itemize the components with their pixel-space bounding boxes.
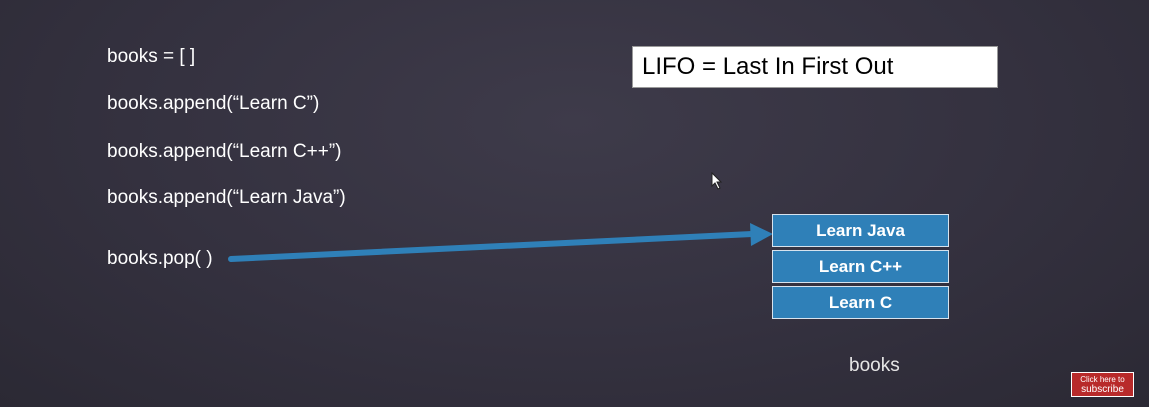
subscribe-button[interactable]: Click here to subscribe <box>1071 372 1134 397</box>
mouse-cursor-icon <box>711 172 723 190</box>
stack-item-middle: Learn C++ <box>772 250 949 283</box>
code-line-append-cpp: books.append(“Learn C++”) <box>107 141 342 162</box>
lifo-definition-box: LIFO = Last In First Out <box>632 46 998 88</box>
stack-label: books <box>849 355 900 376</box>
stack-item-bottom: Learn C <box>772 286 949 319</box>
code-line-append-c: books.append(“Learn C”) <box>107 93 320 114</box>
subscribe-line2: subscribe <box>1081 384 1124 395</box>
stack-diagram: Learn Java Learn C++ Learn C <box>772 214 949 322</box>
code-line-init: books = [ ] <box>107 46 196 67</box>
code-line-append-java: books.append(“Learn Java”) <box>107 187 346 208</box>
subscribe-line1: Click here to <box>1080 375 1125 384</box>
code-line-pop: books.pop( ) <box>107 248 213 269</box>
stack-item-top: Learn Java <box>772 214 949 247</box>
